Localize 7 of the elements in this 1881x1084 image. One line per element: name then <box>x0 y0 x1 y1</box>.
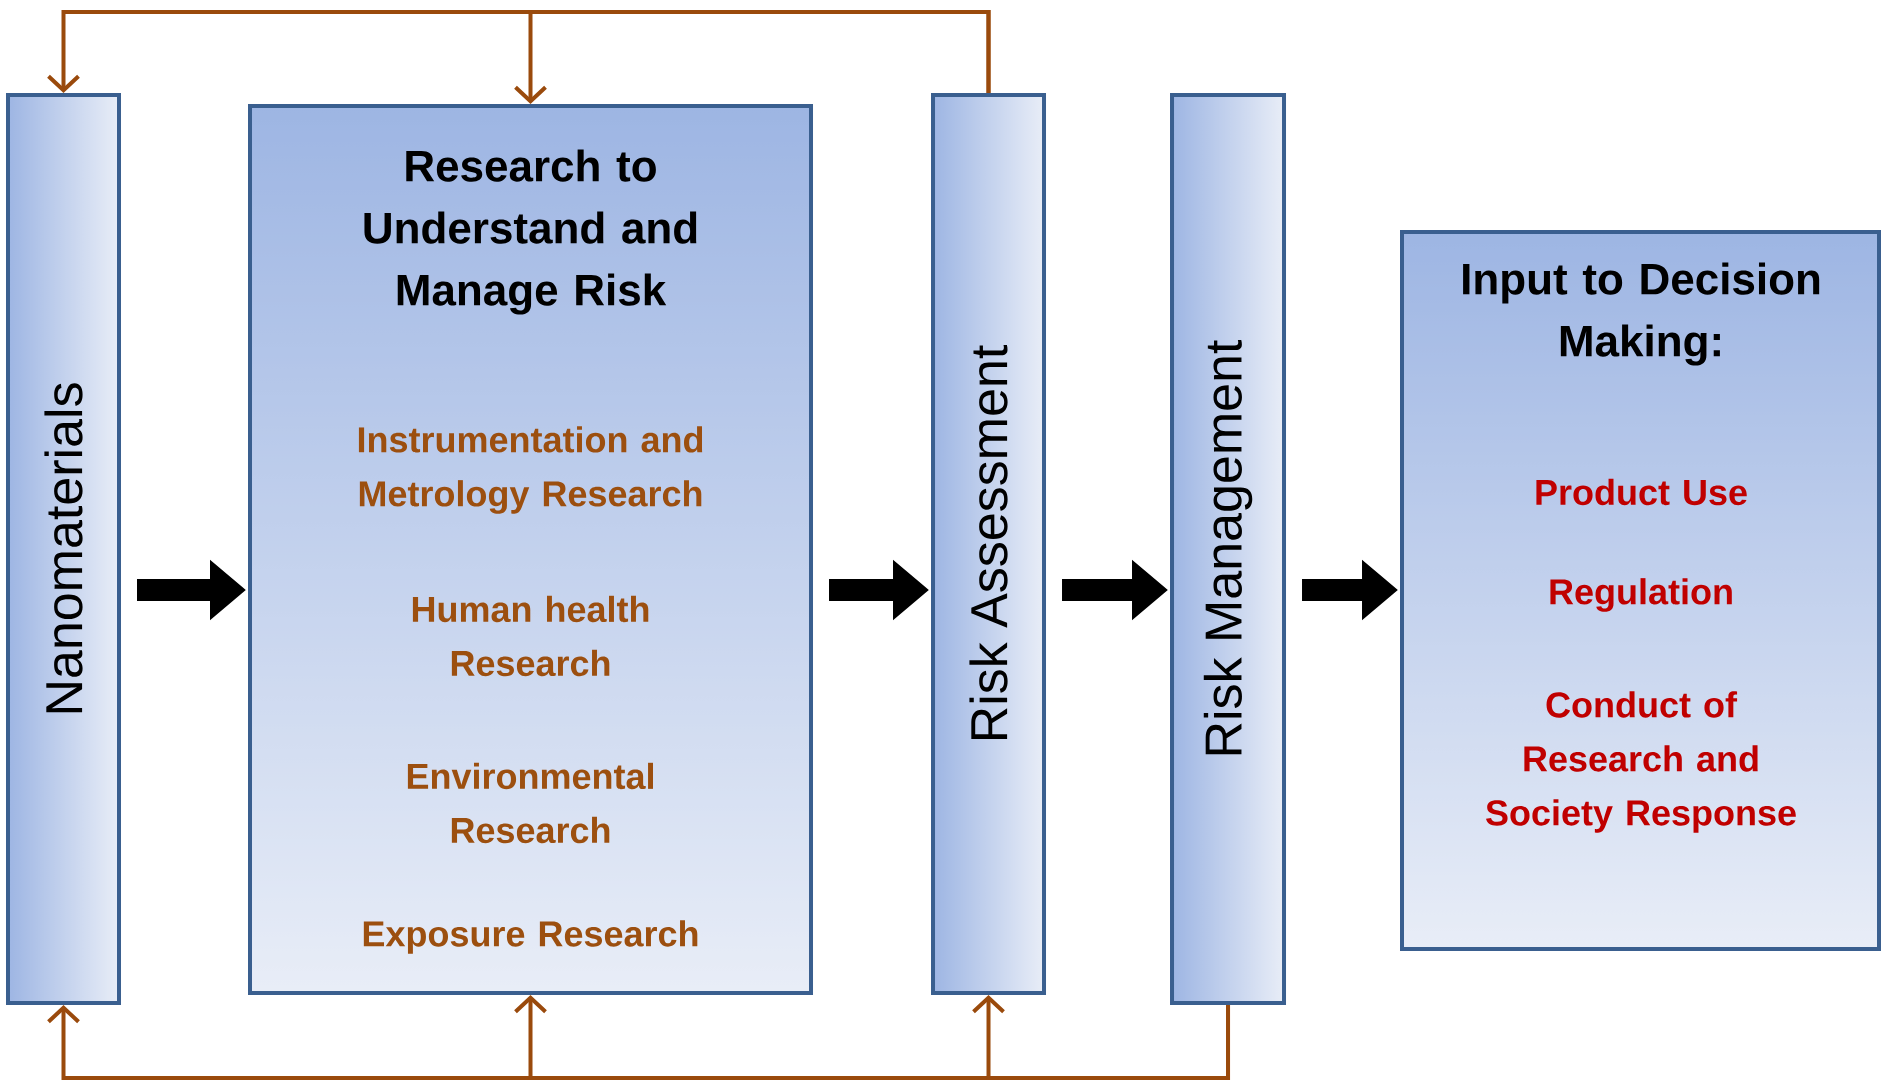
process-box: Research to Understand and Manage Risk Instrumentation and Metrology Research Human health Research Environmental Research Exposure Research <box>248 104 813 995</box>
vertical-bar: Nanomaterials <box>6 93 121 1005</box>
feedback-arrow <box>514 10 991 104</box>
process-box: Input to Decision Making: Product Use Regulation Conduct of Research and Society Response <box>1400 230 1881 951</box>
vertical-bar: Risk Management <box>1170 93 1286 1005</box>
feedback-arrow <box>972 995 1230 1080</box>
vertical-bar: Risk Assessment <box>931 93 1046 995</box>
